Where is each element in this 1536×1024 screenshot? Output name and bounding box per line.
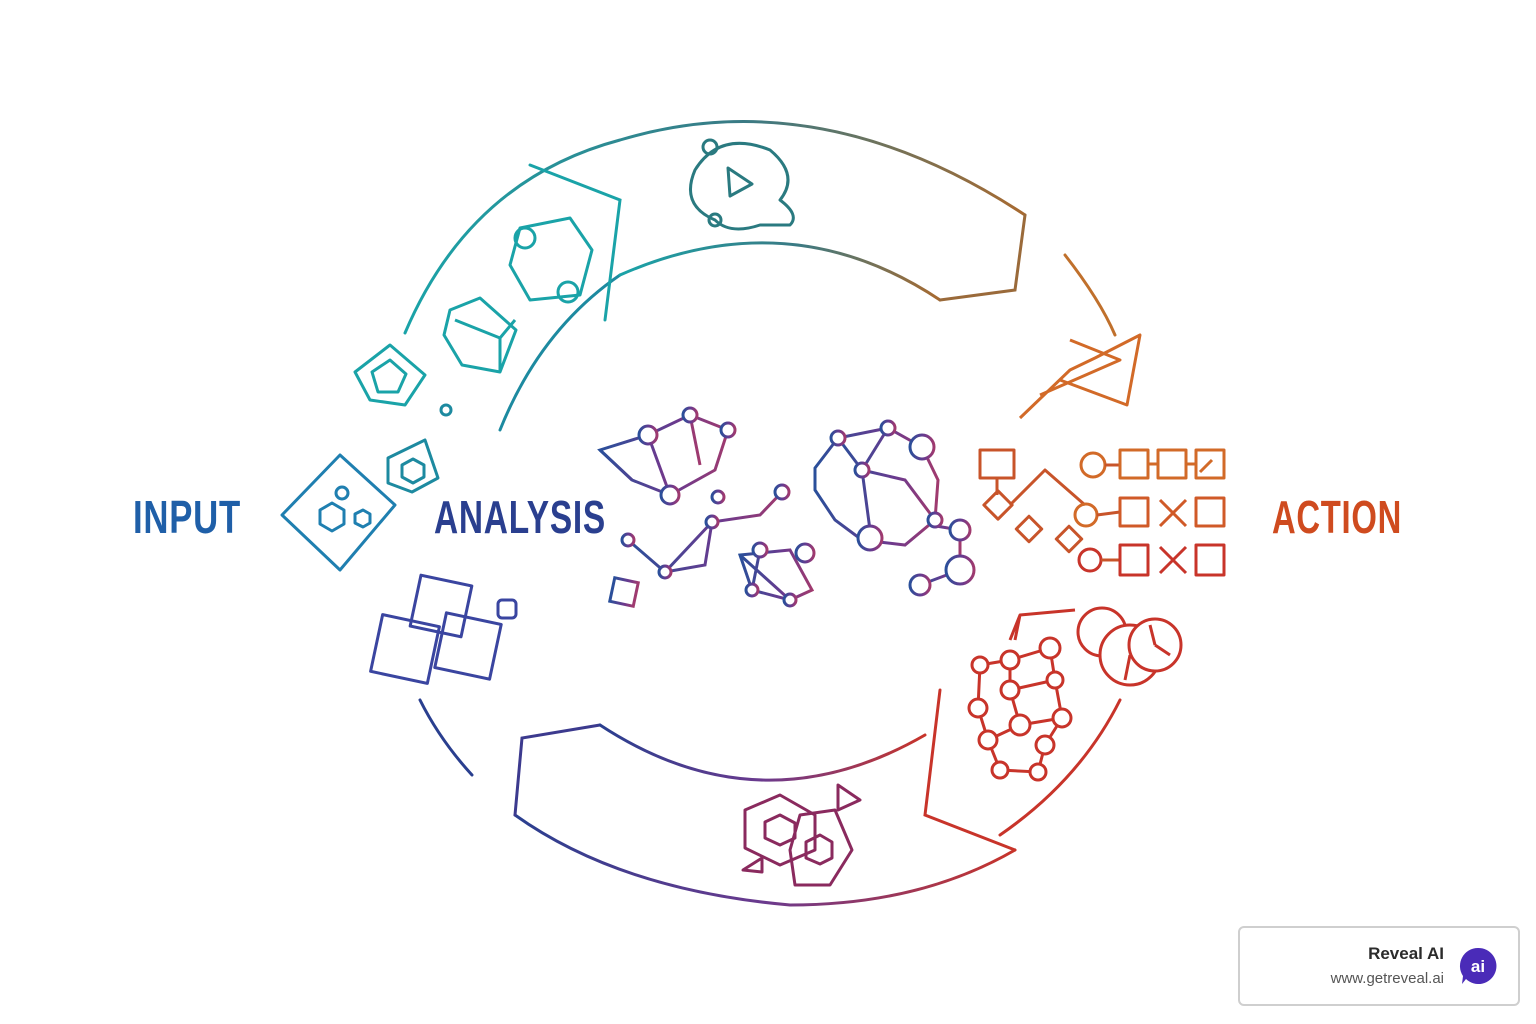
input-icons (280, 216, 594, 572)
stage-label-action: ACTION (1272, 491, 1402, 543)
bottom-arc (418, 688, 1122, 907)
stage-label-input: INPUT (133, 491, 241, 543)
stage-label-analysis: ANALYSIS (434, 491, 606, 543)
analysis-nodes (620, 406, 976, 608)
top-right-arrow (1018, 333, 1142, 420)
badge-brand-name: Reveal AI (1368, 944, 1444, 963)
badge-url: www.getreveal.ai (1330, 970, 1444, 987)
analysis-networks (597, 413, 962, 609)
top-arc (403, 120, 1117, 432)
bottom-right-arrow (1008, 608, 1076, 641)
reveal-ai-logo: ai (1459, 947, 1497, 984)
bottom-left-squares-icon (369, 573, 518, 685)
reveal-ai-badge[interactable]: Reveal AI www.getreveal.ai ai (1238, 926, 1520, 1006)
bottom-hexagon-icons (741, 783, 862, 887)
bottom-right-icons (967, 606, 1183, 782)
action-flowchart (978, 448, 1226, 577)
top-node-icon (689, 138, 795, 231)
badge-logo-text: ai (1471, 957, 1485, 976)
